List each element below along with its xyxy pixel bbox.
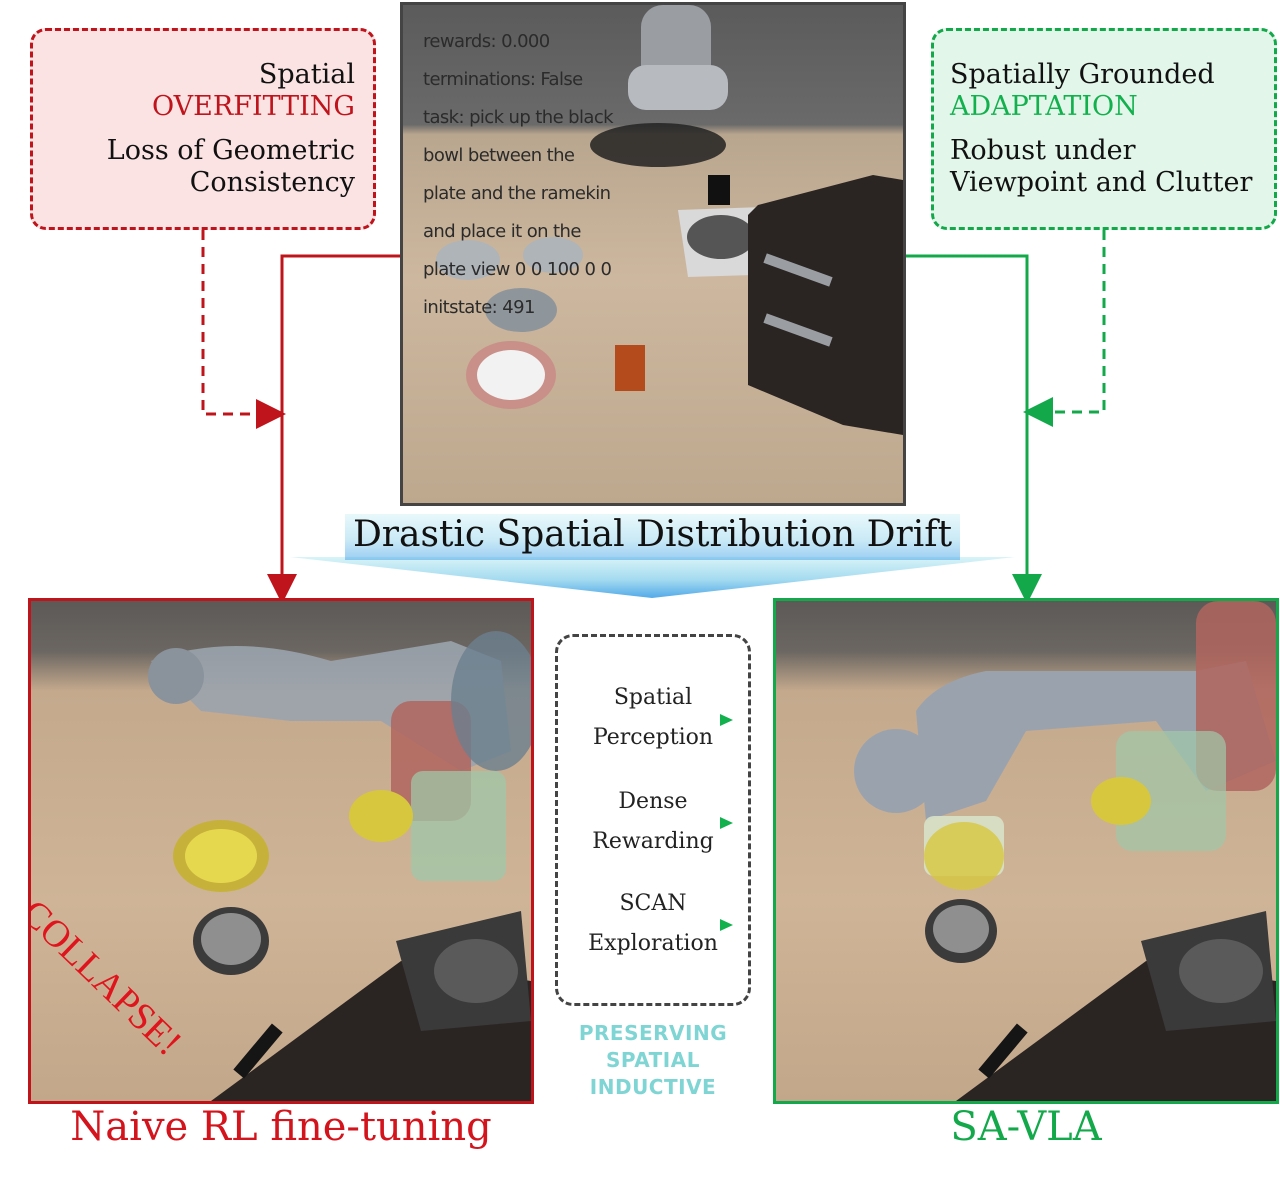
method-components-box: Spatial Perception Dense Rewarding SCAN …	[555, 634, 751, 1006]
component-label: Exploration	[588, 931, 718, 956]
sim-line: and place it on the	[423, 221, 581, 242]
preserve-line: INDUCTIVE	[589, 1075, 717, 1099]
callout-line: Consistency	[189, 167, 355, 198]
red-dashed-connector	[201, 230, 286, 429]
naive-scene-art	[148, 631, 531, 1101]
component-label: Rewarding	[592, 829, 714, 854]
middle-arrow-3	[574, 919, 733, 931]
sim-line: initstate: 491	[423, 297, 535, 318]
callout-line: Viewpoint and Clutter	[950, 167, 1253, 198]
green-solid-connector	[906, 254, 1042, 604]
component-label: SCAN	[619, 891, 687, 916]
callout-line: Robust under	[950, 135, 1136, 166]
sim-line: bowl between the	[423, 145, 575, 166]
overfitting-callout: Spatial OVERFITTING Loss of Geometric Co…	[30, 28, 376, 230]
middle-arrow-2	[574, 817, 733, 829]
callout-line: Loss of Geometric	[106, 135, 355, 166]
sa-vla-label: SA-VLA	[950, 1104, 1102, 1150]
sim-line: plate view 0 0 100 0 0	[423, 259, 612, 280]
component-label: Spatial	[613, 685, 693, 710]
sim-line: plate and the ramekin	[423, 183, 611, 204]
sim-scene-art	[436, 5, 903, 435]
drift-band-top	[345, 514, 960, 560]
naive-rl-label: Naive RL fine-tuning	[70, 1104, 492, 1150]
callout-line: Spatially Grounded	[950, 59, 1215, 90]
drift-title: Drastic Spatial Distribution Drift	[352, 514, 953, 555]
sim-line: terminations: False	[423, 69, 583, 90]
green-dashed-connector	[1023, 230, 1106, 427]
callout-highlight: ADAPTATION	[950, 91, 1138, 122]
naive-rl-panel: COLLAPSE!	[28, 598, 534, 1104]
red-solid-connector	[267, 254, 402, 604]
adaptation-callout: Spatially Grounded ADAPTATION Robust und…	[931, 28, 1277, 230]
preserve-line: PRESERVING	[578, 1021, 728, 1045]
component-label: Perception	[592, 725, 714, 750]
sim-overlay-text: rewards: 0.000 terminations: False task:…	[423, 23, 614, 327]
drift-band-arrow	[290, 557, 1015, 598]
callout-line: Spatial	[258, 59, 355, 90]
component-label: Dense	[618, 789, 688, 814]
sim-line: task: pick up the black	[423, 107, 614, 128]
callout-highlight: OVERFITTING	[152, 91, 355, 122]
sim-line: rewards: 0.000	[423, 31, 550, 52]
middle-arrow-1	[574, 714, 733, 726]
sa-vla-panel	[773, 598, 1279, 1104]
preserving-spatial-inductive: PRESERVING SPATIAL INDUCTIVE	[555, 1020, 751, 1101]
savla-scene-art	[854, 601, 1276, 1101]
preserve-line: SPATIAL	[606, 1048, 700, 1072]
simulator-scene: rewards: 0.000 terminations: False task:…	[400, 2, 906, 506]
